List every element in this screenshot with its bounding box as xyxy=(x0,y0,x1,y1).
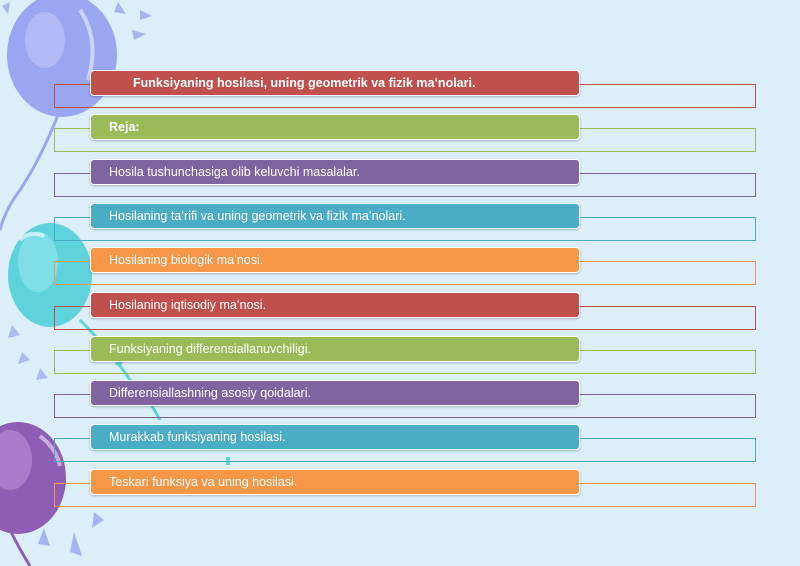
plan-item-label: Hosilaning taʻrifi va uning geometrik va… xyxy=(90,202,580,229)
list-item: Teskari funksiya va uning hosilasi. xyxy=(0,468,800,513)
plan-item-label: Teskari funksiya va uning hosilasi. xyxy=(90,468,580,495)
page-title: Funksiyaning hosilasi, uning geometrik v… xyxy=(90,70,580,96)
plan-item-label: Funksiyaning differensiallanuvchiligi. xyxy=(90,335,580,362)
plan-item-label: Hosila tushunchasiga olib keluvchi masal… xyxy=(90,158,580,185)
list-item: Hosilaning biologik maʻnosi. xyxy=(0,247,800,291)
list-item: Hosilaning iqtisodiy maʻnosi. xyxy=(0,291,800,336)
list-item: Differensiallashning asosiy qoidalari. xyxy=(0,380,800,424)
plan-item-label: Hosilaning iqtisodiy maʻnosi. xyxy=(90,291,580,318)
plan-item-label: Hosilaning biologik maʻnosi. xyxy=(90,247,580,274)
list-item: Reja: xyxy=(0,114,800,158)
list-item: Hosila tushunchasiga olib keluvchi masal… xyxy=(0,158,800,203)
plan-heading: Reja: xyxy=(90,114,580,141)
list-item: Funksiyaning hosilasi, uning geometrik v… xyxy=(0,70,800,114)
plan-item-label: Murakkab funksiyaning hosilasi. xyxy=(90,424,580,451)
plan-item-label: Differensiallashning asosiy qoidalari. xyxy=(90,380,580,407)
list-item: Murakkab funksiyaning hosilasi. xyxy=(0,424,800,468)
list-item: Hosilaning taʻrifi va uning geometrik va… xyxy=(0,202,800,247)
list-item: Funksiyaning differensiallanuvchiligi. xyxy=(0,335,800,380)
